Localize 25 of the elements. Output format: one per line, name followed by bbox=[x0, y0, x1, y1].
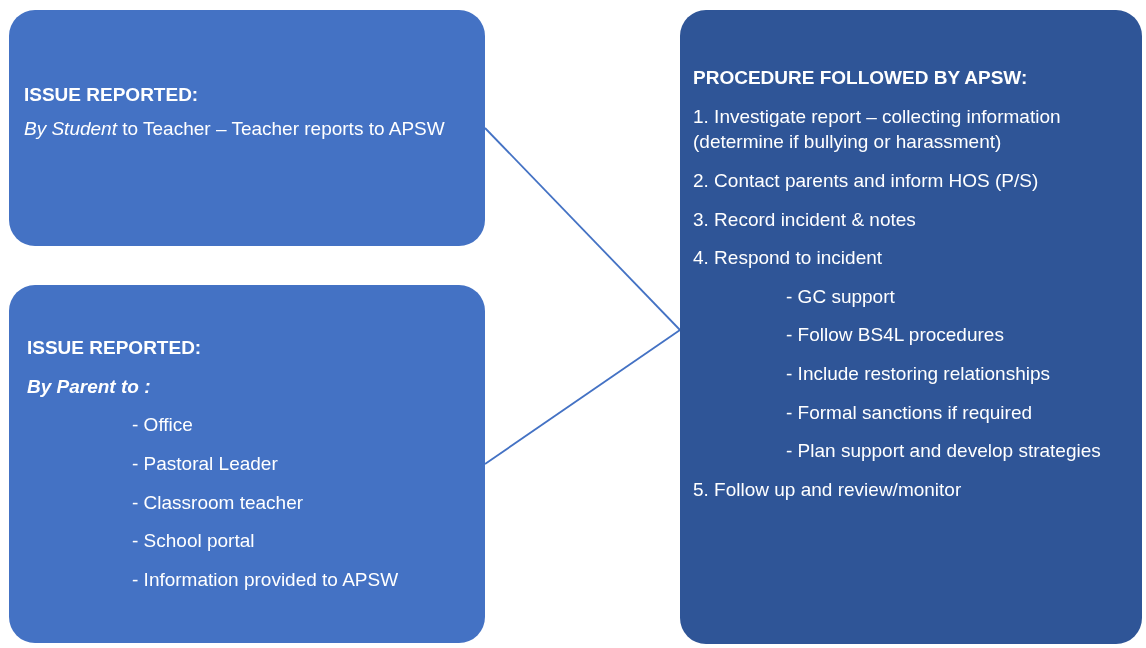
list-item: - Follow BS4L procedures bbox=[785, 323, 1005, 348]
connector-line bbox=[484, 127, 681, 331]
list-item: - GC support bbox=[785, 284, 896, 309]
procedure-box bbox=[680, 10, 1142, 644]
list-item: - Formal sanctions if required bbox=[785, 400, 1034, 425]
list-item: - Information provided to APSW bbox=[131, 567, 400, 592]
body-text: 4. Respond to incident bbox=[693, 246, 884, 271]
body-text: 3. Record incident & notes bbox=[693, 207, 917, 232]
body-text: By Student to Teacher – Teacher reports to APSW bbox=[24, 116, 446, 141]
subheading: By Parent to : bbox=[27, 374, 152, 399]
list-item: - Office bbox=[131, 413, 194, 438]
heading: PROCEDURE FOLLOWED BY APSW: bbox=[693, 66, 1029, 90]
report-box bbox=[9, 285, 485, 643]
list-item: - School portal bbox=[131, 529, 256, 554]
report-box bbox=[9, 10, 485, 246]
heading: ISSUE REPORTED: bbox=[24, 83, 200, 107]
list-item: - Include restoring relationships bbox=[785, 362, 1052, 387]
connector-line bbox=[484, 329, 681, 465]
list-item: - Plan support and develop strategies bbox=[785, 439, 1102, 464]
list-item: - Classroom teacher bbox=[131, 490, 305, 515]
body-text: 2. Contact parents and inform HOS (P/S) bbox=[693, 168, 1040, 193]
body-text: 1. Investigate report – collecting information (determine if bullying or harassment) bbox=[693, 104, 1062, 155]
heading: ISSUE REPORTED: bbox=[27, 336, 203, 360]
list-item: - Pastoral Leader bbox=[131, 451, 279, 476]
body-text: 5. Follow up and review/monitor bbox=[693, 478, 963, 503]
